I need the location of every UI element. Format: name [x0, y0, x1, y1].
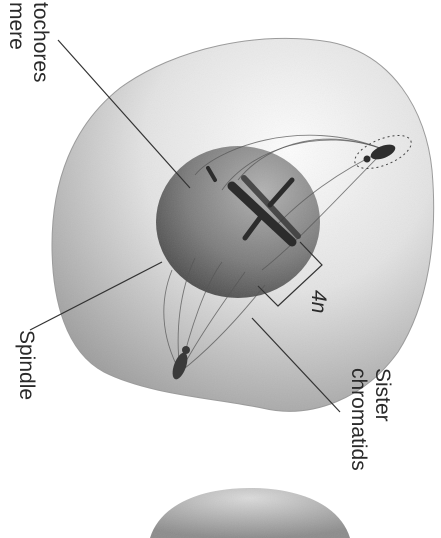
ploidy-label: 4n	[307, 290, 330, 313]
chromatids-label: chromatids	[347, 368, 370, 471]
spindle-label: Spindle	[15, 330, 38, 400]
kinetochores-label: tochores	[29, 2, 52, 83]
centromere-label: mere	[5, 2, 28, 50]
sister-label: Sister	[371, 368, 394, 422]
